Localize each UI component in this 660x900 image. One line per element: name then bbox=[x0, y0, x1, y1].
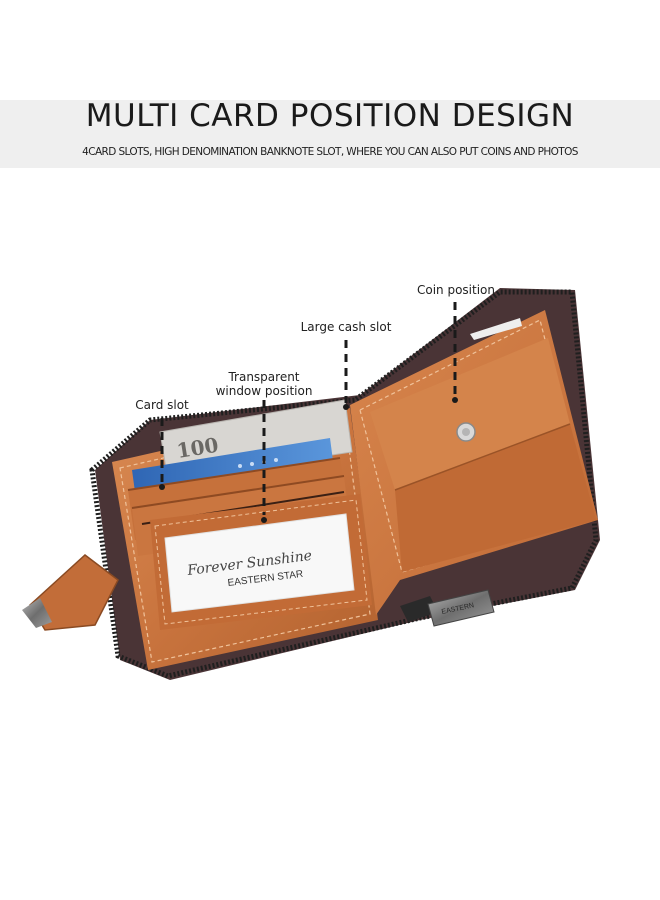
right-coin-panel bbox=[350, 310, 598, 615]
transparent-window-label-line2: window position bbox=[215, 384, 313, 398]
metal-clip-icon bbox=[22, 598, 52, 628]
transparent-window-label-line1: Transparent bbox=[228, 370, 300, 384]
coin-pocket-flap bbox=[370, 338, 570, 490]
title-banner bbox=[0, 100, 660, 168]
zipper-pull: EASTERN bbox=[400, 589, 495, 627]
id-window-pocket: Forever Sunshine EASTERN STAR bbox=[150, 494, 372, 630]
page-subtitle: 4CARD SLOTS, HIGH DENOMINATION BANKNOTE … bbox=[82, 146, 578, 158]
large-cash-slot-label: Large cash slot bbox=[300, 320, 392, 334]
strap-tab bbox=[22, 554, 119, 631]
page-title: MULTI CARD POSITION DESIGN bbox=[85, 98, 575, 134]
coin-position-label: Coin position bbox=[416, 283, 495, 297]
card-slot-label: Card slot bbox=[135, 398, 189, 412]
callout-lines bbox=[159, 302, 458, 523]
